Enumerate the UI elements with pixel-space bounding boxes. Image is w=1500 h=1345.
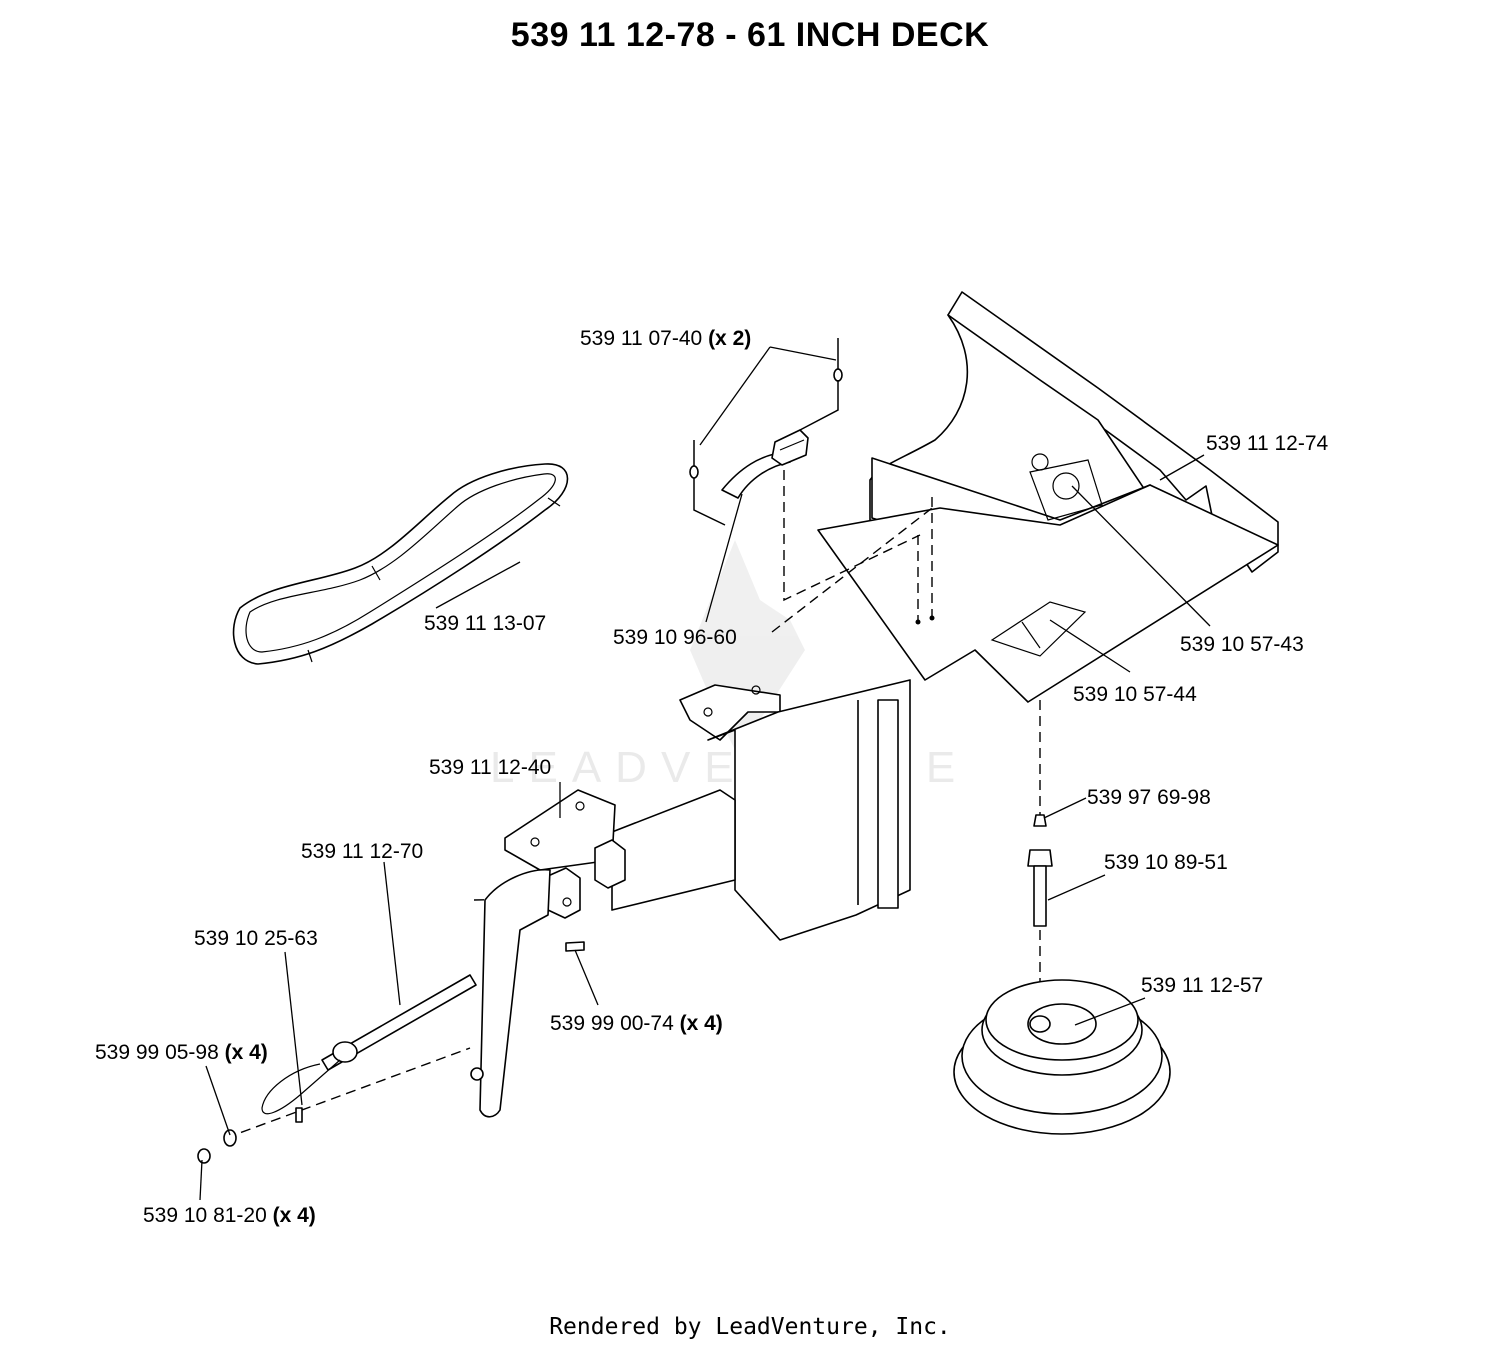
part-number: 539 11 12-40 [429, 756, 552, 779]
quantity: (x 2) [708, 327, 752, 350]
part-number: 539 10 25-63 [194, 927, 318, 950]
part-number: 539 11 13-07 [424, 612, 547, 635]
rendered-by-footer: Rendered by LeadVenture, Inc. [549, 1314, 951, 1340]
quantity: (x 4) [224, 1041, 268, 1064]
callout-539-11-07-40[interactable]: 539 11 07-40 (x 2) [580, 327, 751, 351]
pulley-stack [953, 814, 1171, 1135]
part-number: 539 10 57-44 [1073, 683, 1197, 706]
callout-539-99-00-74[interactable]: 539 99 00-74 (x 4) [550, 1012, 723, 1036]
callout-539-97-69-98[interactable]: 539 97 69-98 [1087, 786, 1211, 810]
diagram-title: 539 11 12-78 - 61 INCH DECK [510, 16, 990, 54]
callout-539-11-12-70[interactable]: 539 11 12-70 [301, 840, 423, 864]
callout-539-11-13-07[interactable]: 539 11 13-07 [424, 612, 546, 636]
callout-539-10-89-51[interactable]: 539 10 89-51 [1104, 851, 1228, 875]
quantity: (x 4) [272, 1204, 316, 1227]
callout-539-10-57-43[interactable]: 539 10 57-43 [1180, 633, 1304, 657]
deck-cover [817, 291, 1279, 703]
part-number: 539 97 69-98 [1087, 786, 1211, 809]
discharge-bracket-assembly [470, 679, 911, 1118]
part-number: 539 99 05-98 [95, 1041, 219, 1064]
callout-539-11-12-57[interactable]: 539 11 12-57 [1141, 974, 1263, 998]
callout-539-99-05-98[interactable]: 539 99 05-98 (x 4) [95, 1041, 268, 1065]
part-number: 539 11 12-57 [1141, 974, 1264, 997]
quantity: (x 4) [679, 1012, 723, 1035]
callout-539-11-12-74[interactable]: 539 11 12-74 [1206, 432, 1328, 456]
assembly-guide-lines [225, 470, 1041, 1139]
part-number: 539 11 12-74 [1206, 432, 1329, 455]
part-number: 539 10 57-43 [1180, 633, 1304, 656]
part-number: 539 11 12-70 [301, 840, 424, 863]
callout-539-10-57-44[interactable]: 539 10 57-44 [1073, 683, 1197, 707]
callout-539-10-25-63[interactable]: 539 10 25-63 [194, 927, 318, 951]
clevis-pin-pair [689, 338, 843, 526]
callout-539-10-81-20[interactable]: 539 10 81-20 (x 4) [143, 1204, 316, 1228]
callout-539-10-96-60[interactable]: 539 10 96-60 [613, 626, 737, 650]
hinge-rod-assembly [197, 974, 477, 1164]
part-number: 539 10 96-60 [613, 626, 737, 649]
part-number: 539 10 81-20 [143, 1204, 267, 1227]
part-number: 539 99 00-74 [550, 1012, 674, 1035]
drive-belt [232, 463, 569, 665]
part-number: 539 11 07-40 [580, 327, 703, 350]
part-number: 539 10 89-51 [1104, 851, 1228, 874]
callout-539-11-12-40[interactable]: 539 11 12-40 [429, 756, 551, 780]
callout-leaders [199, 346, 1211, 1201]
idler-arm-bracket [721, 429, 809, 499]
